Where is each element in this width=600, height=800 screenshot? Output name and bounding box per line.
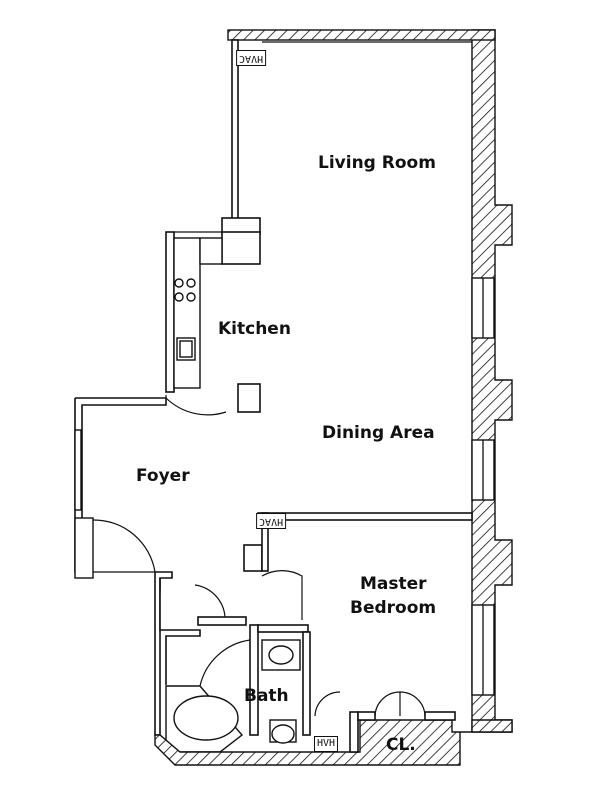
room-label-master-bedroom-line1: Master [360,574,427,594]
living-room-left-wall [221,39,261,235]
hvac-tag-bottom: HVH [314,736,339,752]
room-label-foyer: Foyer [136,466,190,486]
foyer-walls [74,397,173,736]
exterior-wall-bottom [154,719,513,766]
bath-walls [165,624,311,753]
room-label-master-bedroom-line2: Bedroom [350,598,437,618]
room-label-living-room: Living Room [318,153,436,173]
room-label-kitchen: Kitchen [218,319,291,339]
kitchen-walls [165,231,261,416]
bedroom-closet [314,691,456,753]
hvac-tag-mid: HVAC [256,513,287,529]
exterior-wall-right [471,29,513,733]
room-label-bath: Bath [244,686,289,706]
room-label-closet: CL. [386,735,416,755]
exterior-wall-top [227,29,496,43]
room-label-dining-area: Dining Area [322,423,435,443]
hvac-tag-top: HVAC [236,50,267,66]
hall-closet [159,578,247,685]
